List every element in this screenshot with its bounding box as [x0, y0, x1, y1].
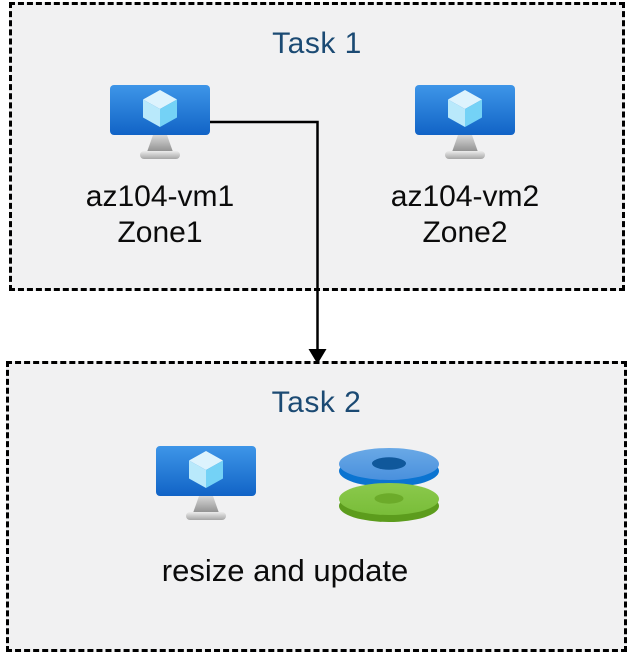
vm-group-az104-vm2: az104-vm2 Zone2: [365, 85, 565, 251]
vm-zone-label: Zone1: [117, 216, 203, 249]
vm-name-label: az104-vm2: [390, 180, 540, 213]
stacked-disks-icon: [339, 448, 439, 522]
task2-box: Task 2: [6, 361, 627, 652]
task2-caption: resize and update: [161, 553, 409, 588]
vm-group-az104-vm1: az104-vm1 Zone1: [60, 85, 260, 251]
vm-icon: [156, 446, 256, 520]
task1-title: Task 1: [272, 27, 362, 60]
vm-icon: [110, 85, 210, 159]
vm-name-label: az104-vm1: [85, 180, 235, 213]
vm-icon: [415, 85, 515, 159]
vm-zone-label: Zone2: [422, 216, 508, 249]
task2-title: Task 2: [271, 386, 362, 419]
